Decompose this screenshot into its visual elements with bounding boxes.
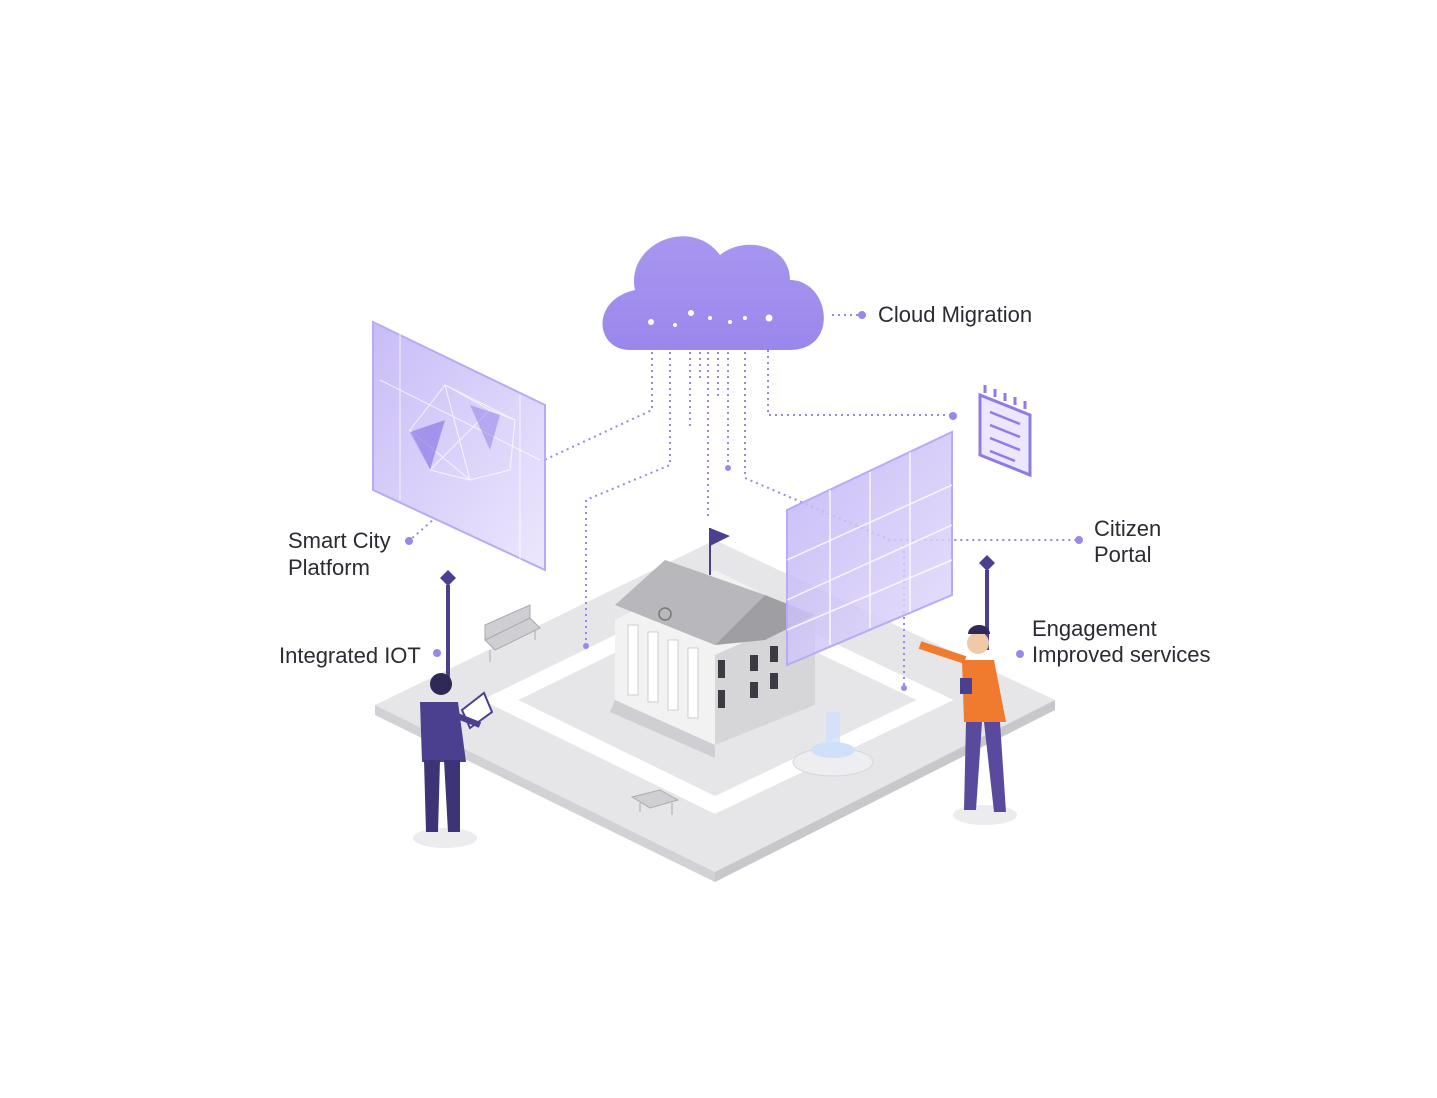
person-icon	[918, 625, 1017, 825]
engagement-label-line2: Improved services	[1032, 642, 1211, 667]
citizen-portal-label-line1: Citizen	[1094, 516, 1162, 541]
cloud-migration-label: Cloud Migration	[878, 302, 1033, 327]
integrated-iot-label: Integrated IOT	[279, 643, 421, 668]
map-panel-icon	[372, 320, 546, 572]
smart-city-label-line1: Smart City	[288, 528, 391, 553]
street-lamp-icon	[440, 570, 456, 680]
bench-icon	[484, 604, 541, 662]
cloud-icon	[602, 236, 824, 350]
street-lamp-icon	[979, 555, 995, 650]
person-icon	[413, 673, 494, 848]
flag-icon	[709, 528, 730, 575]
clipboard-icon	[978, 385, 1032, 478]
fountain-icon	[792, 712, 874, 777]
smart-city-label-line2: Platform	[288, 555, 370, 580]
grid-panel-icon	[786, 430, 953, 667]
citizen-portal-label-line2: Portal	[1094, 542, 1152, 567]
bench-icon	[630, 789, 680, 815]
engagement-label-line1: Engagement	[1032, 616, 1157, 641]
